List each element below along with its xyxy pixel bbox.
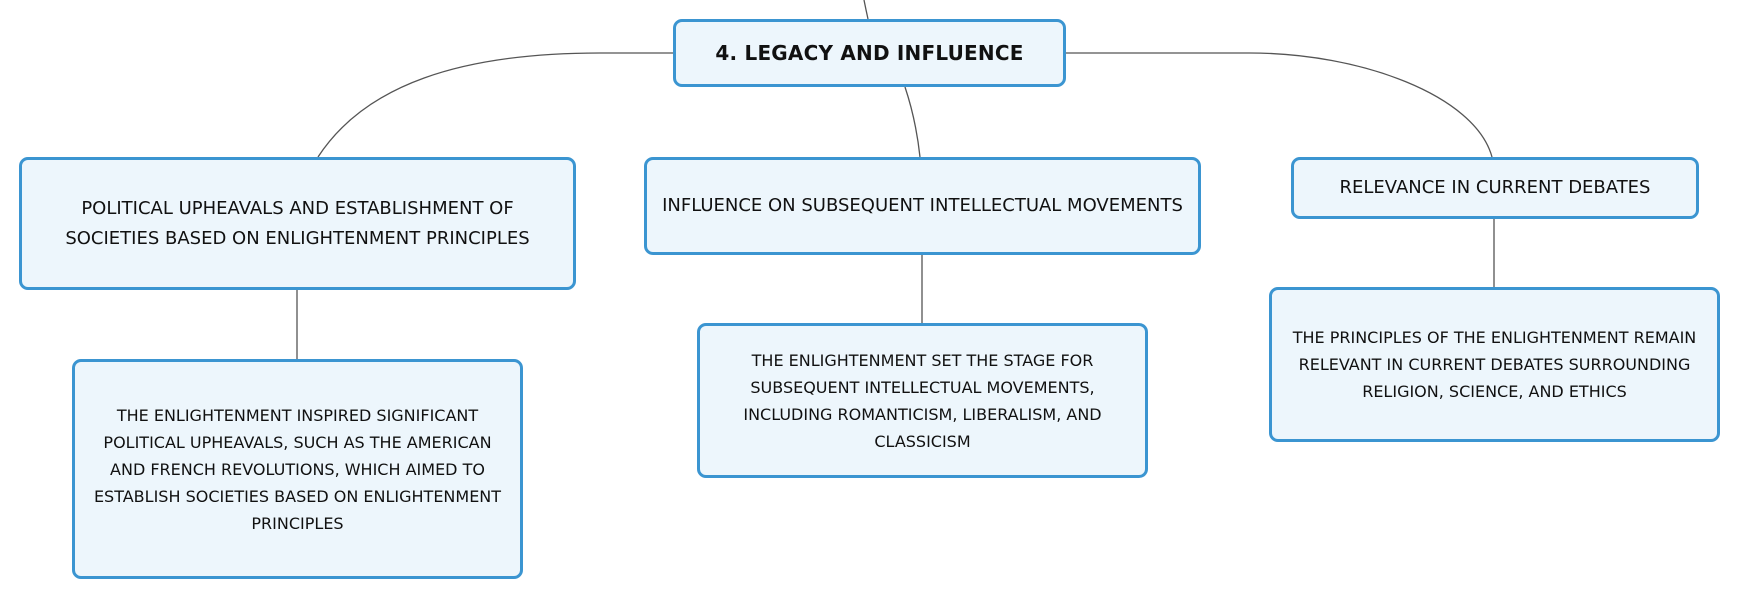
connector-root-to-political (317, 52, 673, 158)
detail-current-debates[interactable]: THE PRINCIPLES OF THE ENLIGHTENMENT REMA… (1269, 287, 1720, 442)
branch-political-upheavals[interactable]: POLITICAL UPHEAVALS AND ESTABLISHMENT OF… (19, 157, 576, 290)
branch-current-debates[interactable]: RELEVANCE IN CURRENT DEBATES (1291, 157, 1699, 219)
branch-intellectual-movements[interactable]: INFLUENCE ON SUBSEQUENT INTELLECTUAL MOV… (644, 157, 1201, 255)
branch-current-debates-label: RELEVANCE IN CURRENT DEBATES (1339, 177, 1651, 198)
branch-intellectual-movements-label: INFLUENCE ON SUBSEQUENT INTELLECTUAL MOV… (662, 195, 1183, 216)
detail-current-debates-text: THE PRINCIPLES OF THE ENLIGHTENMENT REMA… (1292, 328, 1697, 401)
branch-political-upheavals-label: POLITICAL UPHEAVALS AND ESTABLISHMENT OF… (65, 197, 530, 249)
connector-parent-to-root (863, 0, 869, 20)
connector-root-to-relevance (1066, 52, 1493, 158)
detail-intellectual-movements[interactable]: THE ENLIGHTENMENT SET THE STAGE FOR SUBS… (697, 323, 1148, 478)
detail-intellectual-movements-text: THE ENLIGHTENMENT SET THE STAGE FOR SUBS… (743, 350, 1102, 451)
detail-political-upheavals-text: THE ENLIGHTENMENT INSPIRED SIGNIFICANT P… (93, 405, 502, 533)
detail-political-upheavals[interactable]: THE ENLIGHTENMENT INSPIRED SIGNIFICANT P… (72, 359, 523, 579)
root-topic[interactable]: 4. LEGACY AND INFLUENCE (673, 19, 1066, 87)
root-topic-label: 4. LEGACY AND INFLUENCE (715, 41, 1024, 65)
connector-root-to-influence (904, 86, 921, 158)
